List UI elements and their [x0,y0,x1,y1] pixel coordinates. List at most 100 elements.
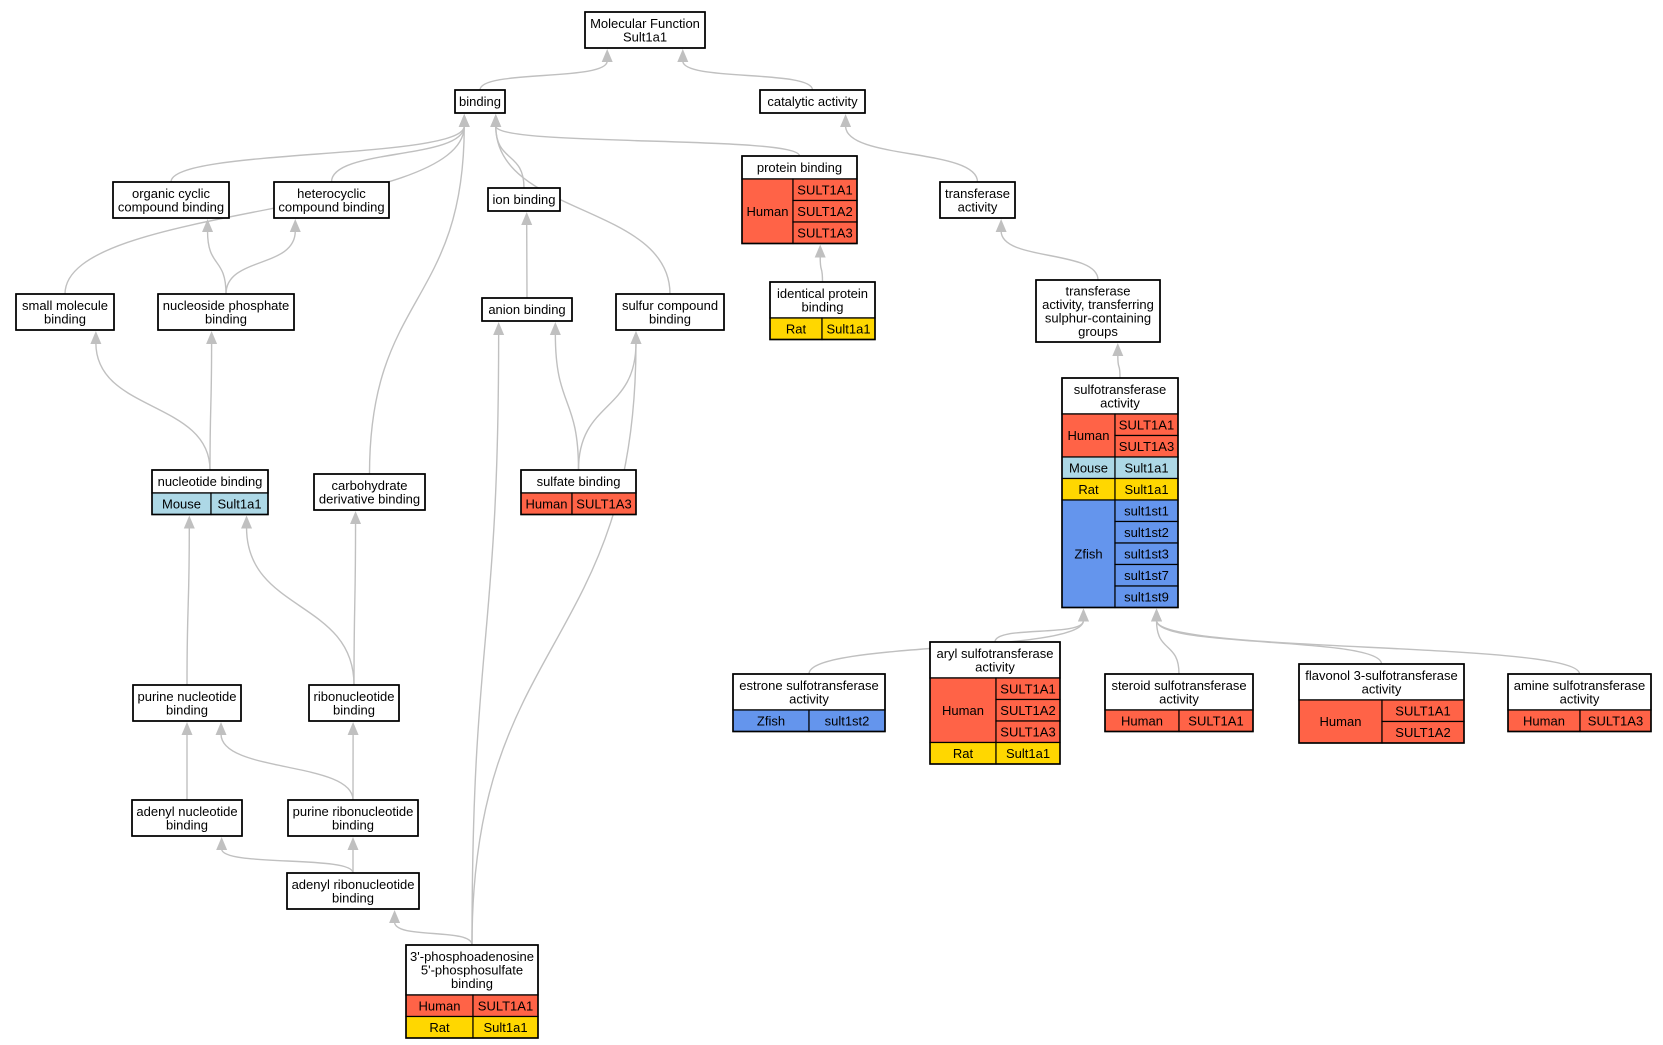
edge-organic-cyclic-to-binding [170,125,465,183]
node-label: estrone sulfotransferase [739,678,878,693]
node-label: flavonol 3-sulfotransferase [1305,668,1457,683]
node-label: 5'-phosphosulfate [421,963,523,978]
gene-label: SULT1A2 [1395,725,1450,740]
node-label: carbohydrate [332,478,408,493]
node-aryl[interactable]: aryl sulfotransferaseactivityHumanSULT1A… [929,641,1061,765]
node-border [131,799,243,837]
node-border [112,181,230,219]
node-flavonol[interactable]: flavonol 3-sulfotransferaseactivityHuman… [1298,663,1465,744]
gene-label: Sult1a1 [1124,482,1168,497]
edge-paps-to-adenyl-ribonucleotide [393,921,473,946]
edge-ribonucleotide-to-nucleotide-binding [245,527,355,686]
edge-paps-to-anion-binding [471,333,500,946]
node-label: sulphur-containing [1045,310,1151,325]
node-catalytic[interactable]: catalytic activity [759,89,866,114]
gene-label: SULT1A1 [478,998,533,1013]
edge-arrowhead [458,114,470,127]
gene-label: SULT1A1 [1188,713,1243,728]
edge-paps-to-sulfur-compound [471,342,637,946]
node-binding[interactable]: binding [454,89,506,114]
edge-arrowhead [183,515,195,529]
node-border [487,187,561,212]
node-label: activity [789,691,829,706]
edge-arrowhead [814,244,826,258]
node-border [929,641,1061,765]
node-header [769,281,876,319]
edge-arrowhead [630,331,642,344]
edge-arrowhead [216,837,228,850]
edge-sulfate-binding-to-anion-binding [554,333,580,471]
gene-label: SULT1A1 [1000,681,1055,696]
node-label: activity, transferring [1042,297,1154,312]
gene-label: Sult1a1 [1124,460,1168,475]
node-ion-binding[interactable]: ion binding [487,187,561,212]
node-border [157,293,295,331]
edge-sulfotransferase-to-transferase-sulphur [1117,354,1121,379]
node-anion-binding[interactable]: anion binding [481,297,573,322]
species-label: Rat [786,321,807,336]
node-label: binding [459,94,501,109]
edges-layer [64,49,1581,946]
node-label: nucleoside phosphate [163,298,290,313]
node-border [151,469,269,516]
node-label: compound binding [278,199,384,214]
node-paps[interactable]: 3'-phosphoadenosine5'-phosphosulfatebind… [405,944,539,1039]
node-protein-binding[interactable]: protein bindingHumanSULT1A1SULT1A2SULT1A… [741,155,858,245]
edge-arrowhead [215,722,227,735]
edge-arrowhead [995,219,1007,232]
edge-small-molecule-to-binding [64,125,465,295]
edge-sulfate-binding-to-sulfur-compound [577,342,637,471]
node-label: steroid sulfotransferase [1111,678,1246,693]
species-label: Rat [1078,482,1099,497]
gene-label: sult1st7 [1124,568,1169,583]
edge-nucleotide-binding-to-small-molecule [95,342,211,471]
node-sulfotransferase[interactable]: sulfotransferaseactivityHumanSULT1A1SULT… [1061,377,1179,609]
gene-label: sult1st9 [1124,589,1169,604]
species-cell [741,178,794,245]
node-label: aryl sulfotransferase [936,646,1053,661]
node-label: activity [1362,681,1402,696]
node-header [132,684,242,722]
node-header [615,293,725,331]
node-label: catalytic activity [767,94,858,109]
node-label: ribonucleotide [314,689,395,704]
edge-transferase-to-catalytic [844,125,979,183]
node-border [1035,279,1161,343]
node-border [769,281,876,341]
gene-label: SULT1A1 [1395,703,1450,718]
edge-nucleoside-phosphate-to-organic-cyclic [206,230,227,295]
edge-nucleoside-phosphate-to-heterocyclic [225,230,296,295]
species-label: Zfish [757,713,785,728]
node-border [313,473,426,511]
node-label: transferase [945,186,1010,201]
gene-label: SULT1A3 [1119,439,1174,454]
node-label: activity [1159,691,1199,706]
node-label: 3'-phosphoadenosine [410,949,534,964]
node-border [273,181,390,219]
node-label: adenyl nucleotide [136,804,237,819]
edge-arrowhead [1151,608,1163,622]
species-label: Human [1523,713,1565,728]
